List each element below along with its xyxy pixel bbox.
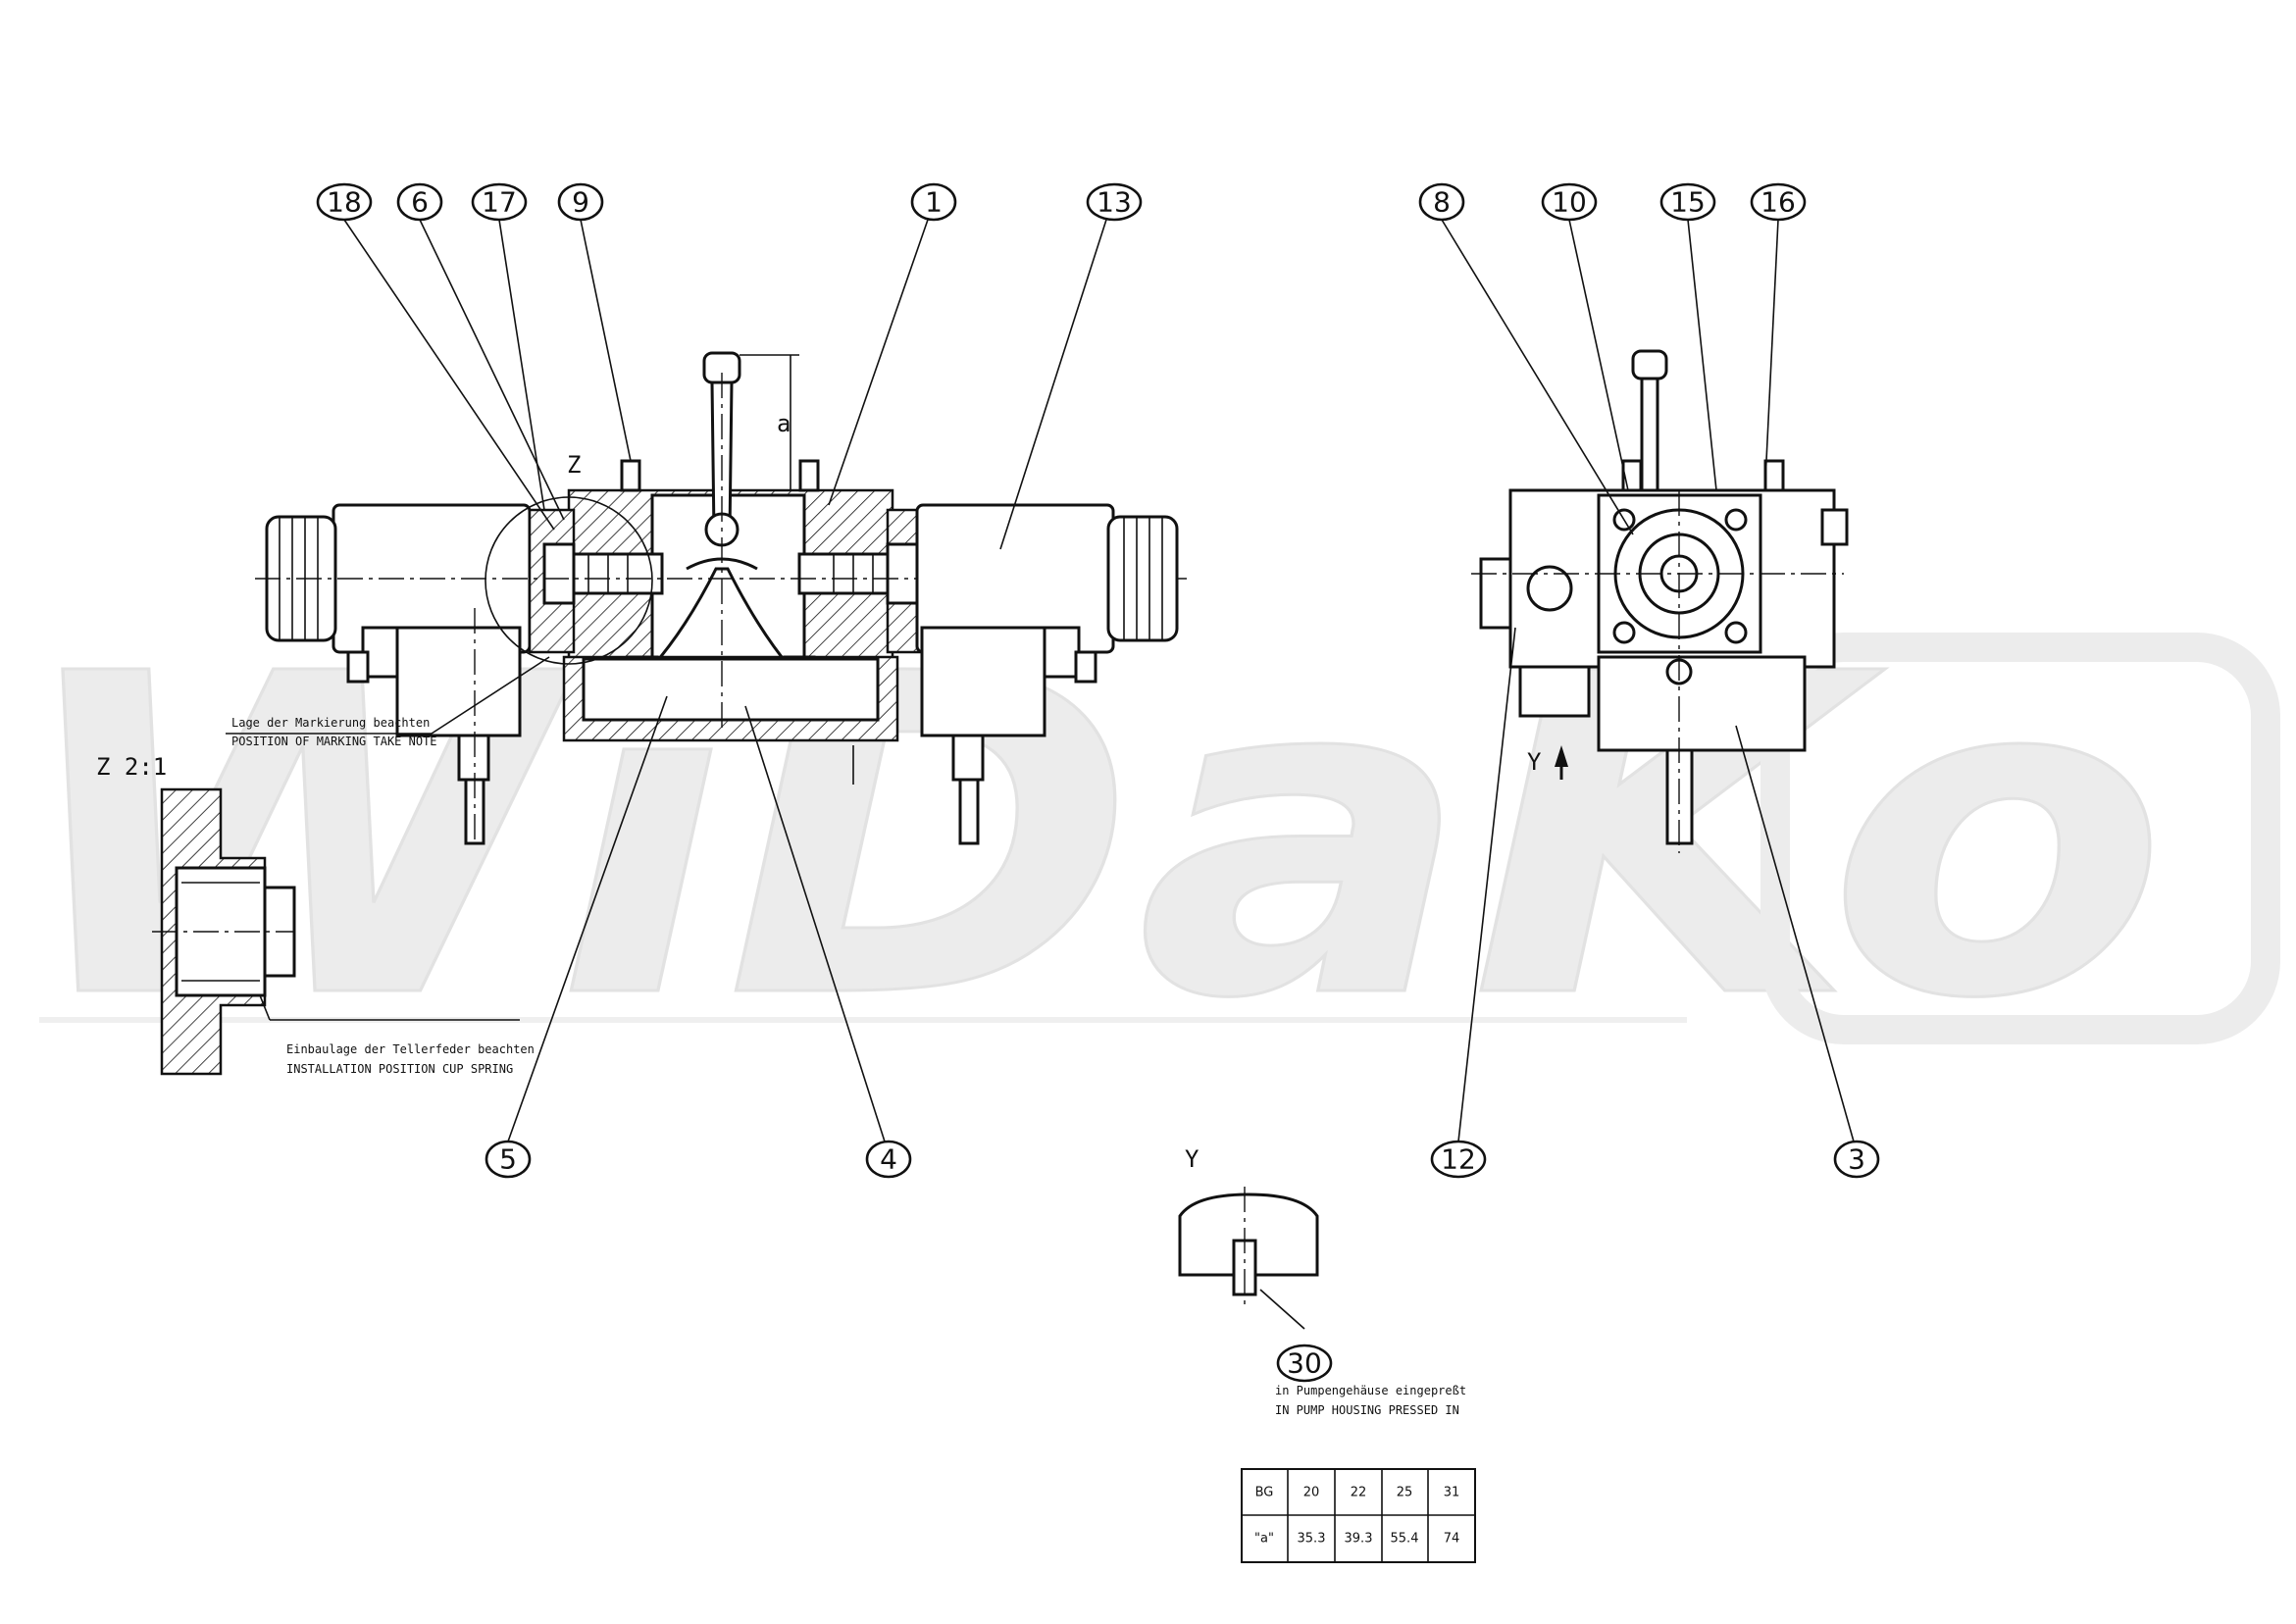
side-lower-block	[1597, 655, 1807, 752]
callout-3: 3	[1833, 1140, 1880, 1179]
callout-18: 18	[316, 182, 373, 222]
front-section-view: a Z Lage der Markierung beachten POSITIO…	[226, 351, 1187, 845]
table-cell: 39.3	[1345, 1532, 1373, 1547]
svg-text:16: 16	[1760, 186, 1796, 219]
callout-16: 16	[1750, 182, 1807, 222]
callout-30: 30	[1276, 1344, 1333, 1383]
right-knurled-nut	[1106, 515, 1179, 642]
callout-4: 4	[865, 1140, 912, 1179]
svg-text:5: 5	[499, 1143, 517, 1176]
spring-note-en: INSTALLATION POSITION CUP SPRING	[286, 1062, 513, 1076]
callout-1: 1	[910, 182, 957, 222]
table-header-cell: 20	[1303, 1486, 1320, 1500]
dimension-table: BG 20 22 25 31 "a" 35.3 39.3 55.4 74	[1241, 1468, 1476, 1563]
callout-10: 10	[1541, 182, 1598, 222]
svg-text:6: 6	[411, 186, 429, 219]
callout-5: 5	[485, 1140, 532, 1179]
table-cell: 74	[1444, 1532, 1460, 1547]
detail-z-view: Z 2:1 Einbaulage der Tellerfeder beachte…	[96, 753, 535, 1076]
callout-17: 17	[471, 182, 528, 222]
callout-6: 6	[396, 182, 443, 222]
left-connector	[395, 626, 522, 737]
svg-text:8: 8	[1433, 186, 1451, 219]
leader-lines	[343, 219, 1855, 1142]
svg-text:9: 9	[572, 186, 589, 219]
pressed-note-en: IN PUMP HOUSING PRESSED IN	[1275, 1403, 1459, 1417]
pressed-note-de: in Pumpengehäuse eingepreßt	[1275, 1384, 1466, 1397]
callout-8: 8	[1418, 182, 1465, 222]
view-y: Y in Pumpengehäuse eingepreßt IN PUMP HO…	[1178, 1145, 1466, 1417]
svg-text:13: 13	[1097, 186, 1132, 219]
svg-text:10: 10	[1552, 186, 1587, 219]
detail-z-marker	[485, 496, 653, 665]
callout-15: 15	[1659, 182, 1716, 222]
top-screw-right	[798, 459, 820, 492]
table-header-cell: 25	[1397, 1486, 1413, 1500]
svg-text:15: 15	[1670, 186, 1706, 219]
view-y-title: Y	[1185, 1145, 1199, 1173]
side-view: Y	[1471, 349, 1849, 853]
dim-a-label: a	[777, 410, 791, 437]
svg-text:12: 12	[1441, 1143, 1476, 1176]
rocker-fork	[648, 567, 793, 669]
svg-text:18: 18	[327, 186, 362, 219]
callout-9: 9	[557, 182, 604, 222]
table-cell: 55.4	[1391, 1532, 1419, 1547]
svg-text:3: 3	[1848, 1143, 1865, 1176]
table-header-cell: 22	[1351, 1486, 1367, 1500]
table-header-cell: BG	[1255, 1486, 1274, 1500]
svg-text:17: 17	[482, 186, 517, 219]
side-port	[1526, 565, 1573, 612]
table-cell: 35.3	[1298, 1532, 1326, 1547]
callout-13: 13	[1086, 182, 1143, 222]
marking-note-en: POSITION OF MARKING TAKE NOTE	[231, 735, 437, 748]
section-z-label: Z	[567, 451, 581, 479]
table-cell: "a"	[1254, 1532, 1274, 1547]
top-screw-left	[620, 459, 641, 492]
svg-text:30: 30	[1287, 1347, 1322, 1380]
detail-z-label: Z 2:1	[96, 753, 167, 781]
svg-text:4: 4	[880, 1143, 897, 1176]
view-y-body	[1178, 1193, 1319, 1277]
callout-12: 12	[1430, 1140, 1487, 1179]
table-header-cell: 31	[1444, 1486, 1460, 1500]
svg-text:1: 1	[925, 186, 943, 219]
view-y-arrow-label: Y	[1527, 748, 1542, 776]
spring-note-de: Einbaulage der Tellerfeder beachten	[286, 1042, 535, 1056]
marking-note-de: Lage der Markierung beachten	[231, 716, 430, 730]
right-connector	[920, 626, 1046, 737]
